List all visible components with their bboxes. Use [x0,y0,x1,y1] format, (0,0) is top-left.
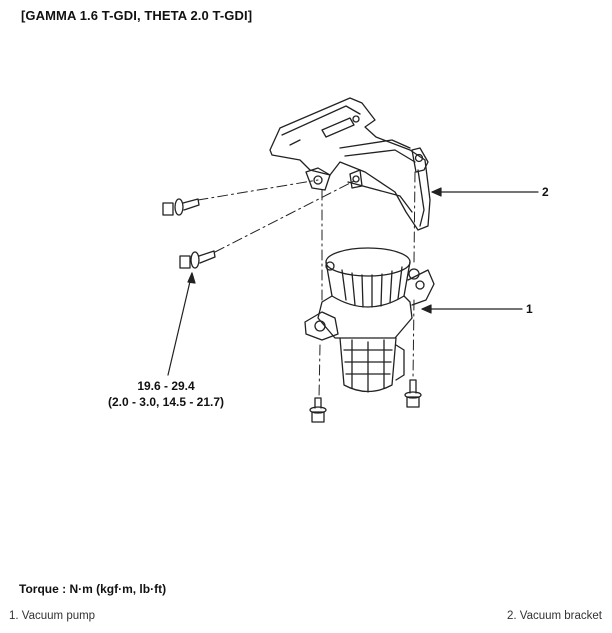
legend-vacuum-bracket: 2. Vacuum bracket [506,610,602,622]
bolt-upper-left [162,198,200,216]
bolt-bottom-right [404,379,422,408]
bolt-bottom-left [309,397,327,423]
vacuum-pump [304,247,435,393]
diagram-title: [GAMMA 1.6 T-GDI, THETA 2.0 T-GDI] [21,8,253,23]
callout-pump: 1 [526,302,533,316]
torque-value: 19.6 - 29.4 [137,379,195,393]
torque-alt-units: (2.0 - 3.0, 14.5 - 21.7) [107,395,225,409]
callout-bracket: 2 [542,185,549,199]
bolt-lower-left [179,250,216,269]
vacuum-bracket [269,97,431,231]
torque-spec: 19.6 - 29.4 (2.0 - 3.0, 14.5 - 21.7) [76,378,256,410]
torque-units-label: Torque : N·m (kgf·m, lb·ft) [19,582,167,596]
assembly-lines [197,171,416,399]
leader-lines [167,187,539,376]
legend-vacuum-pump: 1. Vacuum pump [9,610,96,622]
